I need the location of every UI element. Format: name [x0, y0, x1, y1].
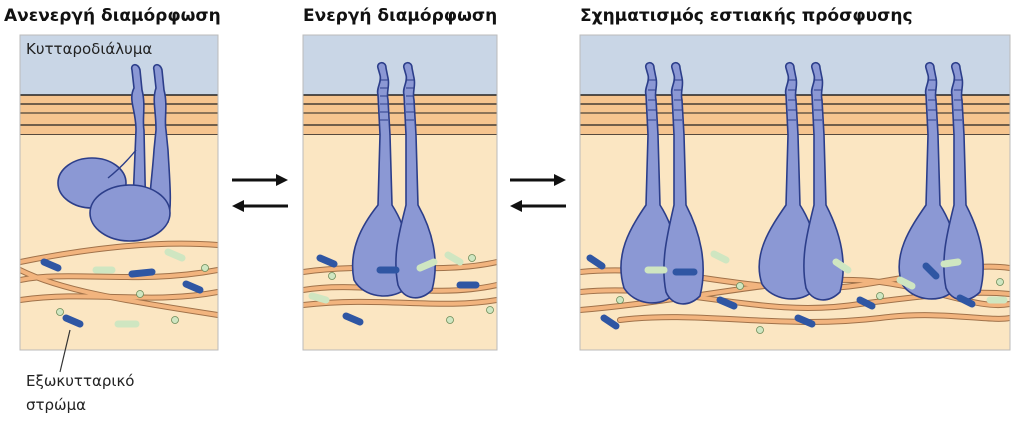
panel-focal-adhesion-border [579, 34, 1011, 351]
label-ecm-line1: Εξωκυτταρικό [26, 372, 135, 390]
integrin-cluster-2 [758, 61, 844, 301]
ecm-pointer-line [59, 329, 71, 373]
panel-active-border [302, 34, 498, 351]
equilibrium-arrows-2 [510, 174, 566, 212]
integrin-active [351, 61, 436, 299]
label-ecm-line2: στρώμα [26, 396, 87, 414]
panel-title-focal-adhesion: Σχηματισμός εστιακής πρόσφυσης [580, 6, 913, 26]
panel-inactive-border [19, 34, 219, 351]
panel-title-active: Ενεργή διαμόρφωση [303, 6, 498, 26]
label-cytosol: Κυτταροδιάλυμα [26, 40, 153, 58]
equilibrium-arrows-1 [232, 174, 288, 212]
panel-focal-adhesion [580, 35, 1010, 350]
integrin-inactive [57, 63, 172, 242]
integrin-cluster-3 [898, 61, 984, 301]
integrin-cluster-1 [620, 61, 704, 305]
panel-title-inactive: Ανενεργή διαμόρφωση [4, 6, 221, 26]
panel-inactive [20, 35, 218, 350]
panel-active [303, 35, 497, 350]
